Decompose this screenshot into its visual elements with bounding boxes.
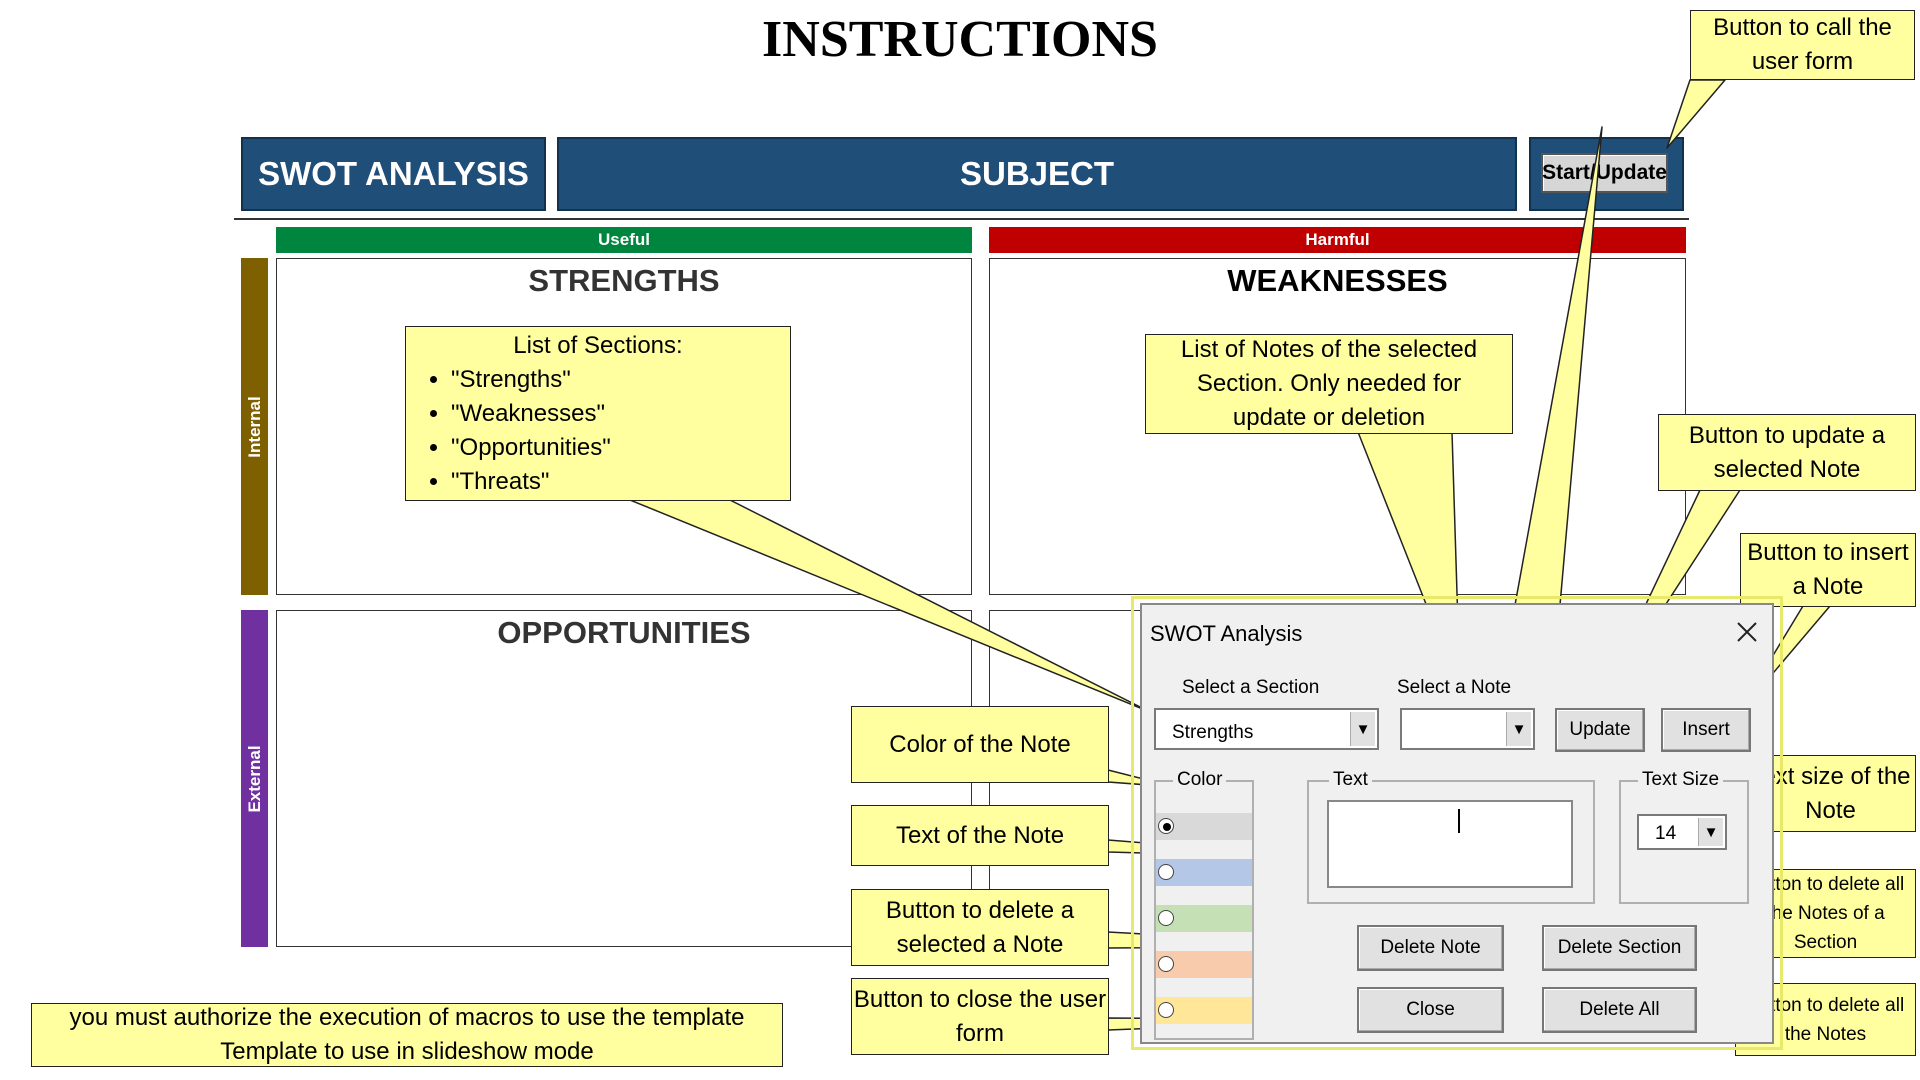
callout-color: Color of the Note [851,706,1109,783]
useful-band: Useful [276,227,972,253]
external-band: External [241,610,268,947]
dialog-close-x[interactable] [1734,619,1760,645]
callout-call-form: Button to call the user form [1690,10,1915,80]
pointer-call-form [1666,79,1726,149]
pointer-start-update [1514,126,1603,606]
sections-list: "Strengths" "Weaknesses" "Opportunities"… [406,363,790,499]
strengths-title: STRENGTHS [528,263,720,298]
color-radio[interactable] [1158,864,1174,880]
text-cursor [1458,809,1460,833]
harmful-band: Harmful [989,227,1686,253]
weaknesses-title: WEAKNESSES [1227,263,1448,298]
section-opportunities: "Opportunities" [451,431,790,465]
slideshow-text: Template to use in slideshow mode [220,1038,594,1065]
internal-band: Internal [241,258,268,595]
text-size-combo[interactable]: 14 ▼ [1637,814,1727,850]
note-text-input[interactable] [1327,800,1573,888]
close-button[interactable]: Close [1357,987,1504,1033]
chevron-down-icon[interactable]: ▼ [1698,818,1723,846]
pointer-sections [629,499,1151,713]
macros-text: you must authorize the execution of macr… [69,1004,745,1031]
swot-analysis-header: SWOT ANALYSIS [241,137,546,211]
chevron-down-icon[interactable]: ▼ [1506,712,1531,746]
callout-notes-list: List of Notes of the selected Section. O… [1145,334,1513,434]
delete-section-button[interactable]: Delete Section [1542,925,1697,971]
color-radio[interactable] [1158,910,1174,926]
opportunities-title: OPPORTUNITIES [497,615,751,650]
close-icon [1737,622,1757,642]
color-radio[interactable] [1158,818,1174,834]
delete-note-button[interactable]: Delete Note [1357,925,1504,971]
start-update-button[interactable]: Start/Update [1541,153,1668,193]
section-weaknesses: "Weaknesses" [451,397,790,431]
color-radio[interactable] [1158,956,1174,972]
select-section-value: Strengths [1172,722,1254,743]
color-swatch[interactable] [1156,951,1252,978]
callout-close-form: Button to close the user form [851,978,1109,1055]
color-swatch[interactable] [1156,813,1252,840]
delete-all-button[interactable]: Delete All [1542,987,1697,1033]
callout-update-note: Button to update a selected Note [1658,414,1916,491]
text-frame [1307,780,1595,904]
callout-insert-note: Button to insert a Note [1740,533,1916,607]
select-note-combo[interactable]: ▼ [1400,708,1535,750]
page-title: INSTRUCTIONS [762,11,1158,68]
callout-sections: List of Sections: "Strengths" "Weaknesse… [405,326,791,501]
section-strengths: "Strengths" [451,363,790,397]
color-swatch[interactable] [1156,997,1252,1024]
dialog-highlight [1131,596,1783,1050]
color-swatch-list [1156,813,1252,1043]
update-button[interactable]: Update [1555,708,1645,752]
callout-text: Text of the Note [851,805,1109,866]
color-radio[interactable] [1158,1002,1174,1018]
callout-delete-note: Button to delete a selected a Note [851,889,1109,966]
sections-list-title: List of Sections: [513,331,683,359]
header-divider [234,218,1689,220]
select-note-label: Select a Note [1397,677,1512,698]
text-size-value: 14 [1655,823,1677,844]
swot-analysis-dialog: SWOT Analysis Select a Section Strengths… [1140,603,1774,1044]
insert-button[interactable]: Insert [1661,708,1751,752]
chevron-down-icon[interactable]: ▼ [1350,712,1375,746]
select-section-combo[interactable]: Strengths ▼ [1154,708,1379,750]
color-swatch[interactable] [1156,859,1252,886]
text-frame-label: Text [1329,769,1372,791]
callout-macros: you must authorize the execution of macr… [31,1003,783,1067]
dialog-title: SWOT Analysis [1150,621,1303,646]
select-section-label: Select a Section [1182,677,1320,698]
color-frame-label: Color [1173,769,1227,791]
section-threats: "Threats" [451,465,790,499]
color-swatch[interactable] [1156,905,1252,932]
subject-header: SUBJECT [557,137,1517,211]
start-update-container: Start/Update [1529,137,1684,211]
text-size-frame-label: Text Size [1638,769,1724,791]
